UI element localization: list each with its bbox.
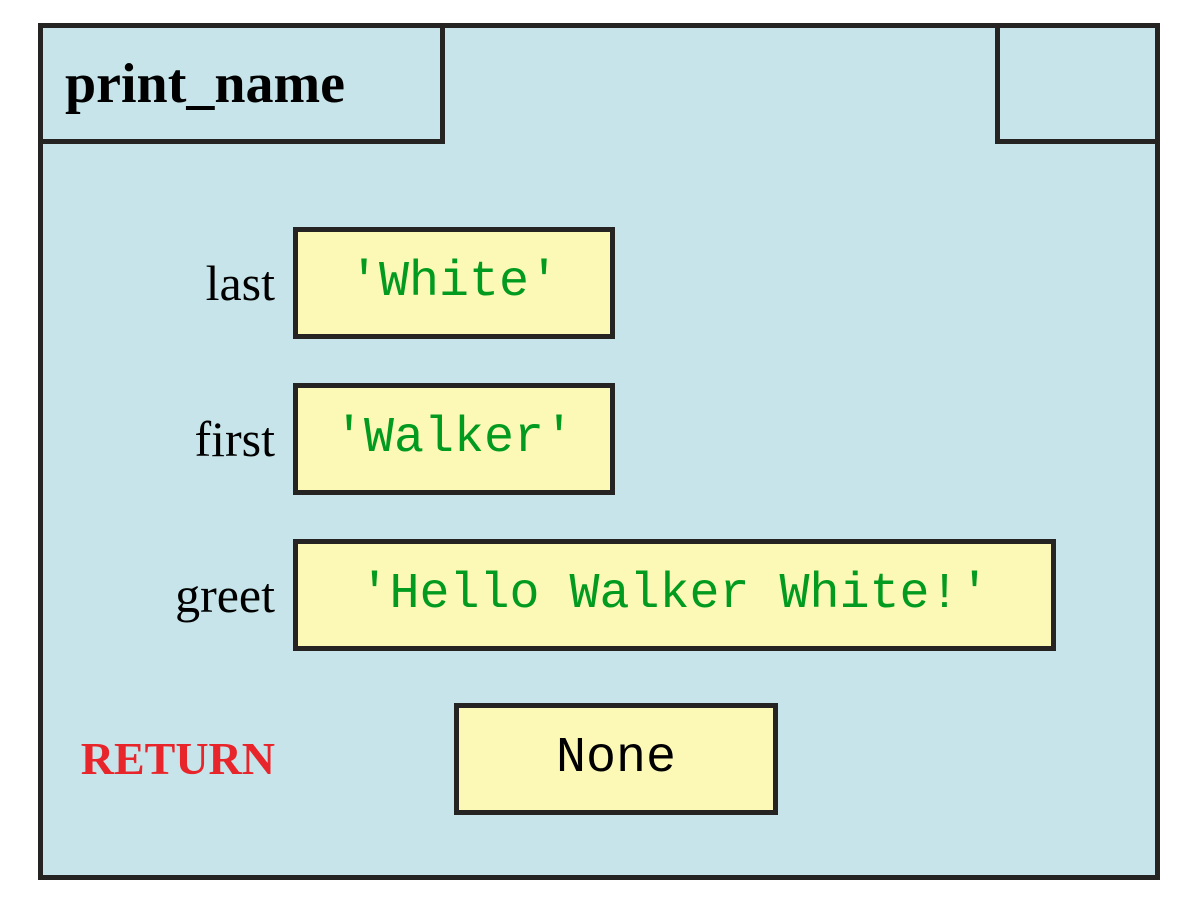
variable-name-greet: greet bbox=[175, 567, 275, 623]
return-label: RETURN bbox=[80, 733, 275, 784]
variable-row-first: first 'Walker' bbox=[43, 383, 615, 495]
variable-value-last: 'White' bbox=[348, 254, 560, 311]
variable-row-last: last 'White' bbox=[43, 227, 615, 339]
variable-value-greet: 'Hello Walker White!' bbox=[359, 566, 990, 623]
function-name-label: print_name bbox=[65, 52, 345, 115]
frame-title-box: print_name bbox=[38, 23, 445, 144]
frame-tag-box bbox=[995, 23, 1160, 144]
value-box-greet: 'Hello Walker White!' bbox=[293, 539, 1056, 651]
value-box-first: 'Walker' bbox=[293, 383, 615, 495]
stack-frame: print_name last 'White' first 'Walker' g… bbox=[38, 23, 1160, 880]
variable-row-greet: greet 'Hello Walker White!' bbox=[43, 539, 1056, 651]
return-value: None bbox=[555, 730, 677, 787]
variable-list: last 'White' first 'Walker' greet 'Hello… bbox=[43, 149, 1155, 875]
value-box-return: None bbox=[454, 703, 778, 815]
variable-name-last: last bbox=[205, 255, 275, 311]
variable-name-first: first bbox=[194, 411, 275, 467]
variable-row-return: RETURN None bbox=[43, 703, 778, 815]
value-box-last: 'White' bbox=[293, 227, 615, 339]
variable-value-first: 'Walker' bbox=[333, 410, 575, 467]
